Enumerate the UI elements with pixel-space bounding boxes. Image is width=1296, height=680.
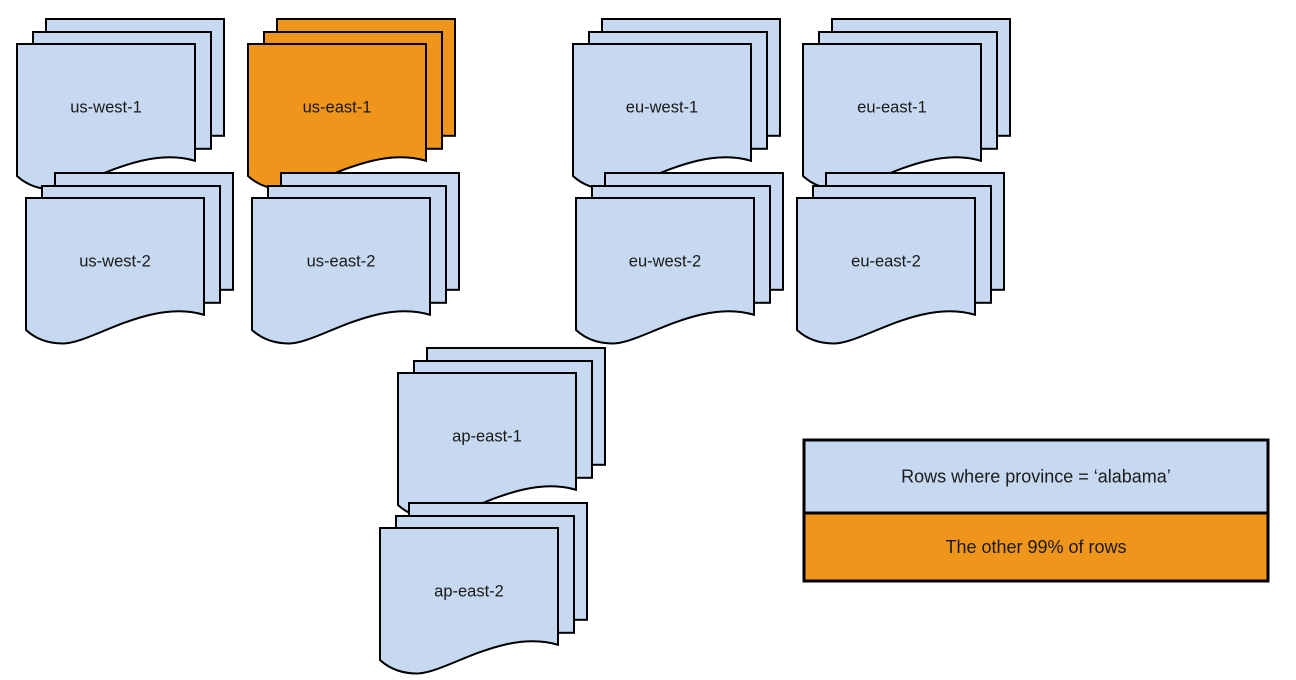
region-stack-ap-east-1[interactable]: ap-east-1: [397, 347, 606, 520]
region-stack-label-us-east-1: us-east-1: [303, 99, 372, 117]
legend-row-other: The other 99% of rows: [802, 511, 1270, 583]
legend-row-alabama-label: Rows where province = ‘alabama’: [901, 466, 1171, 486]
region-stack-us-east-2[interactable]: us-east-2: [251, 172, 460, 345]
legend-row-other-label: The other 99% of rows: [945, 537, 1126, 557]
legend-layer: Rows where province = ‘alabama’ The other…: [802, 438, 1270, 583]
region-stack-label-eu-east-1: eu-east-1: [857, 99, 927, 117]
region-stack-label-eu-east-2: eu-east-2: [851, 253, 921, 271]
region-stack-eu-east-1-front-sheet: [802, 43, 982, 191]
region-stack-us-west-1-front-sheet: [16, 43, 196, 191]
legend-row-alabama-swatch: [802, 438, 1270, 515]
region-stack-eu-west-2[interactable]: eu-west-2: [575, 172, 784, 345]
region-stack-ap-east-2-front-sheet: [379, 527, 559, 675]
region-stack-label-eu-west-2: eu-west-2: [629, 253, 701, 271]
region-stack-us-east-1-front-sheet: [247, 43, 427, 191]
region-stack-ap-east-1-front-sheet: [397, 372, 577, 520]
region-stacks-layer: us-west-1 us-east-1 us-west-2 us-east-2 eu-w…: [16, 18, 1011, 675]
region-stack-us-west-1[interactable]: us-west-1: [16, 18, 225, 191]
region-stack-eu-east-2-front-sheet: [796, 197, 976, 345]
region-stack-label-ap-east-2: ap-east-2: [434, 583, 504, 601]
region-stack-us-west-2-front-sheet: [25, 197, 205, 345]
region-stack-eu-west-2-front-sheet: [575, 197, 755, 345]
legend-row-alabama: Rows where province = ‘alabama’: [802, 438, 1270, 515]
region-stack-label-eu-west-1: eu-west-1: [626, 99, 698, 117]
region-stack-eu-west-1-front-sheet: [572, 43, 752, 191]
region-stack-us-east-1[interactable]: us-east-1: [247, 18, 456, 191]
region-stack-eu-west-1[interactable]: eu-west-1: [572, 18, 781, 191]
region-stack-eu-east-2[interactable]: eu-east-2: [796, 172, 1005, 345]
legend-row-other-swatch: [802, 511, 1270, 583]
region-stack-label-us-west-1: us-west-1: [70, 99, 142, 117]
region-stack-eu-east-1[interactable]: eu-east-1: [802, 18, 1011, 191]
region-stack-label-ap-east-1: ap-east-1: [452, 428, 522, 446]
region-stack-us-west-2[interactable]: us-west-2: [25, 172, 234, 345]
region-stack-us-east-2-front-sheet: [251, 197, 431, 345]
region-stack-label-us-west-2: us-west-2: [79, 253, 151, 271]
region-stack-label-us-east-2: us-east-2: [307, 253, 376, 271]
region-stack-ap-east-2[interactable]: ap-east-2: [379, 502, 588, 675]
